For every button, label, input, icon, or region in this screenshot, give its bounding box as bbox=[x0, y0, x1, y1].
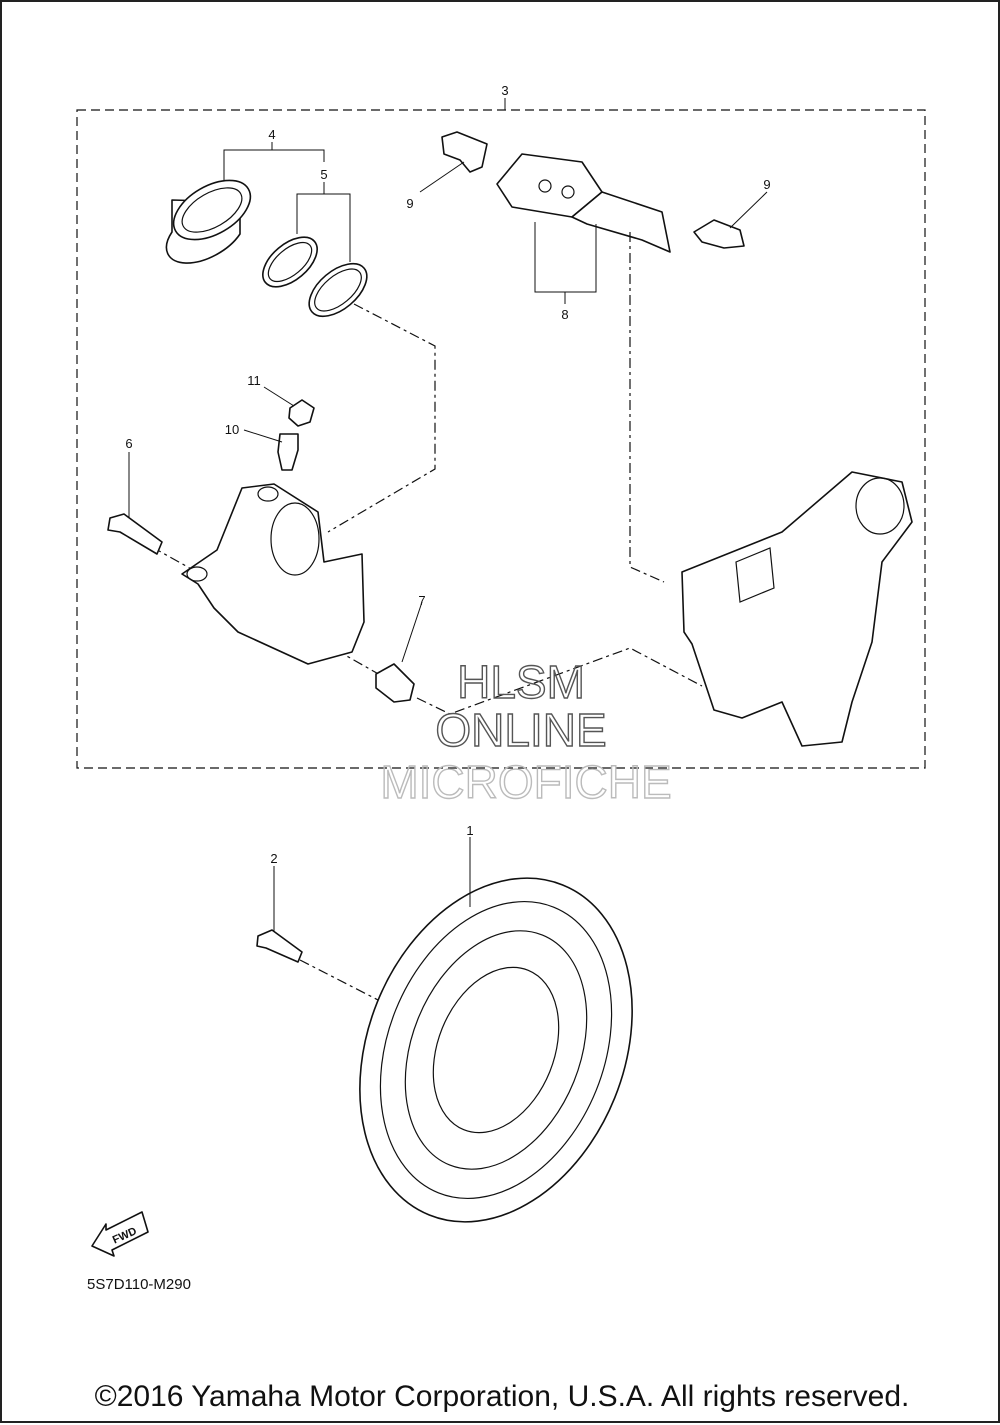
callout-6: 6 bbox=[125, 436, 132, 451]
callout-10: 10 bbox=[225, 422, 239, 437]
caliper-body bbox=[181, 483, 365, 665]
callout-2: 2 bbox=[270, 851, 277, 866]
assembly-boundary bbox=[76, 109, 926, 769]
slide-pin-boot bbox=[375, 663, 415, 703]
piston bbox=[165, 179, 252, 264]
copyright-footer: ©2016 Yamaha Motor Corporation, U.S.A. A… bbox=[94, 1380, 910, 1413]
watermark-line-3: MICROFICHE bbox=[380, 756, 671, 808]
bleed-screw bbox=[277, 433, 299, 471]
callout-1: 1 bbox=[466, 823, 473, 838]
piston-seals bbox=[262, 236, 368, 318]
caliper-bracket bbox=[681, 471, 913, 747]
callout-4: 4 bbox=[268, 127, 275, 142]
disc-bolt bbox=[256, 929, 303, 963]
caliper-bolt bbox=[107, 513, 163, 555]
pad-spring-left bbox=[441, 131, 488, 173]
callout-9-right: 9 bbox=[763, 177, 770, 192]
callout-11: 11 bbox=[247, 373, 261, 388]
brake-pads bbox=[496, 153, 671, 253]
brake-disc bbox=[359, 877, 633, 1223]
fwd-arrow-icon: FWD bbox=[91, 1211, 149, 1257]
callout-5: 5 bbox=[320, 167, 327, 182]
callout-9-left: 9 bbox=[406, 196, 413, 211]
watermark-line-2: ONLINE bbox=[435, 704, 606, 756]
drawing-code: 5S7D110-M290 bbox=[87, 1276, 191, 1293]
pad-spring-right bbox=[693, 219, 745, 249]
watermark-line-1: HLSM bbox=[457, 656, 585, 708]
bleeder-cap bbox=[288, 399, 315, 427]
callout-7: 7 bbox=[418, 593, 425, 608]
callout-3: 3 bbox=[501, 83, 508, 98]
callout-8: 8 bbox=[561, 307, 568, 322]
